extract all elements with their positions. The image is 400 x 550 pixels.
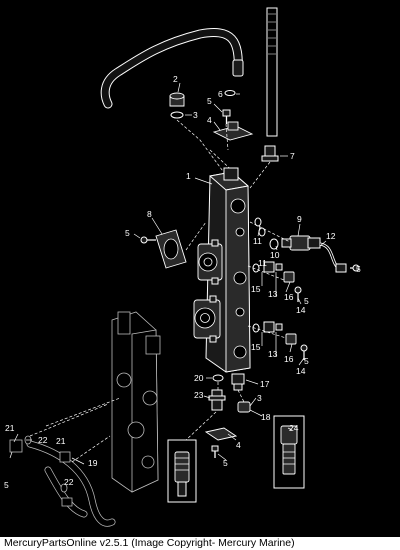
copyright-caption: MercuryPartsOnline v2.5.1 (Image Copyrig…	[0, 537, 400, 550]
fitting-23	[208, 389, 226, 411]
callout-21b: 21	[56, 436, 66, 446]
callout-22: 22	[38, 435, 48, 445]
callout-13b: 13	[268, 349, 278, 359]
bracket	[212, 121, 254, 141]
wire-harness	[319, 242, 347, 273]
upper-hose	[100, 28, 244, 109]
detail-box-left	[167, 439, 197, 503]
fitting-elbow	[261, 145, 279, 162]
reference-assembly	[9, 311, 161, 527]
small-screw	[222, 109, 231, 124]
screw-bottom	[211, 445, 219, 458]
detail-box-right	[273, 415, 305, 489]
callout-19: 19	[88, 458, 98, 468]
callout-16: 16	[284, 292, 294, 302]
callout-1: 1	[186, 171, 191, 181]
o-ring	[170, 111, 184, 119]
o-ring-top	[224, 90, 236, 96]
callout-5: 5	[207, 96, 212, 106]
pressure-sensor	[281, 235, 321, 251]
washer-10	[269, 238, 279, 250]
gasket	[155, 229, 187, 269]
fittings-lower	[252, 321, 308, 360]
fitting-17	[231, 373, 245, 391]
callout-5e: 5	[304, 356, 309, 366]
callout-6: 6	[218, 89, 223, 99]
callout-23: 23	[194, 390, 204, 400]
callout-8: 8	[147, 209, 152, 219]
callout-4: 4	[207, 115, 212, 125]
callout-18: 18	[261, 412, 271, 422]
screw-right	[350, 264, 360, 272]
manifold-body	[205, 167, 251, 373]
plug-cap	[169, 92, 185, 107]
callout-22b: 22	[64, 477, 74, 487]
callout-3b: 3	[257, 393, 262, 403]
callout-10: 10	[270, 250, 280, 260]
solenoid-lower	[193, 295, 221, 343]
callout-12: 12	[326, 231, 336, 241]
cap-3	[237, 401, 251, 413]
callout-14b: 14	[296, 366, 306, 376]
callout-5d: 5	[304, 296, 309, 306]
vertical-hose	[266, 7, 278, 137]
callout-5f: 5	[223, 458, 228, 468]
callout-15: 15	[251, 284, 261, 294]
bracket-4	[204, 427, 238, 441]
callout-3: 3	[193, 110, 198, 120]
exploded-parts-diagram: 2 3 6 5 4 7 1 8 5 9 11 10 12 5 11 13 15 …	[4, 7, 361, 527]
callout-16b: 16	[284, 354, 294, 364]
callout-14: 14	[296, 305, 306, 315]
callout-9: 9	[297, 214, 302, 224]
callout-5b: 5	[125, 228, 130, 238]
leader-lines	[9, 82, 327, 465]
callout-15b: 15	[251, 342, 261, 352]
screw-gasket	[140, 236, 156, 244]
callout-5c: 5	[356, 264, 361, 274]
callout-24: 24	[289, 423, 299, 433]
callout-7: 7	[290, 151, 295, 161]
callout-numbers: 2 3 6 5 4 7 1 8 5 9 11 10 12 5 11 13 15 …	[4, 74, 361, 490]
o-ring-11	[254, 217, 262, 227]
callout-17: 17	[260, 379, 270, 389]
callout-11b: 11	[258, 258, 267, 268]
callout-5g: 5	[4, 480, 9, 490]
callout-11: 11	[253, 236, 262, 246]
callout-20: 20	[194, 373, 204, 383]
callout-13: 13	[268, 289, 278, 299]
callout-4b: 4	[236, 440, 241, 450]
o-ring-20	[212, 374, 224, 382]
callout-21: 21	[5, 423, 15, 433]
solenoid-upper	[197, 239, 223, 285]
callout-2: 2	[173, 74, 178, 84]
